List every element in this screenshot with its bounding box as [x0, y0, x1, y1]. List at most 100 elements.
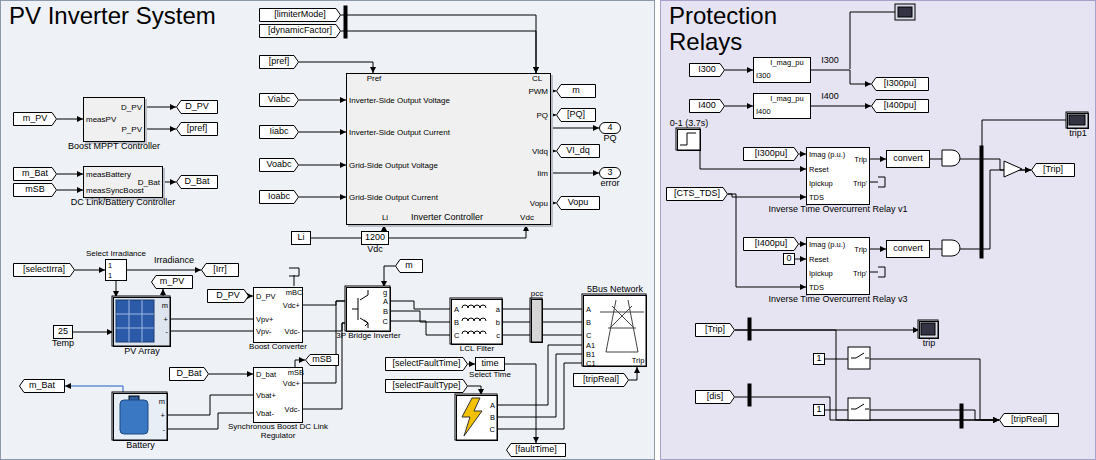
block-value: convert: [893, 154, 923, 164]
tag-shape: [744, 238, 799, 251]
power-wire: [303, 323, 346, 409]
constant-block: 1: [813, 353, 825, 365]
block-value: Li: [297, 233, 304, 243]
tag-label: [selectFaultTime]: [392, 359, 460, 369]
signal-line: [629, 367, 637, 380]
signal-line: [728, 194, 806, 287]
power-wire: [303, 301, 346, 305]
goto-tag: m_Bat: [19, 379, 65, 393]
function-block: convert: [886, 150, 930, 168]
step-symbol: [680, 133, 696, 145]
tag-label: I400: [698, 101, 716, 111]
mux-bar: [980, 146, 983, 258]
block-name: error: [600, 179, 619, 189]
icon-block: trip: [919, 321, 939, 339]
terminator: [869, 177, 885, 277]
signal-line: [811, 70, 871, 84]
block-name: 5Bus Network: [587, 285, 643, 295]
goto-tag: [I400pu]: [871, 99, 929, 113]
port-label: Vbat+: [256, 392, 276, 400]
icon-block: ABCA1B1C1Trip5Bus Network: [583, 295, 647, 367]
block-name: pcc: [531, 290, 543, 299]
tag-shape: [260, 9, 341, 22]
tag-label: Voabc: [266, 160, 291, 170]
scope: [1066, 112, 1088, 128]
port-label: B: [490, 414, 495, 422]
port-label: A: [586, 306, 591, 314]
block-name: LCL Filter: [460, 345, 494, 354]
port-label: I300: [756, 72, 771, 80]
tag-label: [limiterMode]: [274, 10, 326, 20]
from-tag: [tripReal]: [573, 373, 629, 387]
constant-block: 25Temp: [53, 325, 73, 339]
outport: 4PQ: [599, 122, 621, 134]
port-label: A: [383, 298, 388, 306]
fault-bolt: [462, 398, 482, 436]
from-tag: I400: [689, 99, 725, 113]
tag-label: Viabc: [268, 95, 290, 105]
tag-label: I300: [698, 65, 716, 75]
port-label: Ipickup: [809, 270, 833, 278]
goto-tag: D_Bat: [176, 175, 218, 189]
block-name: Boost Converter: [249, 343, 307, 352]
tag-label: m: [572, 86, 580, 96]
from-tag: [selectIrra]: [13, 263, 75, 277]
tag-label: [I300pu]: [884, 79, 917, 89]
mux-bar: [748, 318, 751, 340]
panel-title: PV Inverter System: [9, 3, 216, 29]
function-block: Imag (p.u.)ResetIpickupTDSTripTrip'Inver…: [806, 147, 870, 205]
signal-line: [930, 170, 1031, 249]
signal-line: [825, 359, 999, 420]
signal-label: I300: [820, 56, 840, 66]
port-label: Reset: [809, 256, 829, 264]
battery-frame: [112, 392, 167, 440]
tag-label: Ioabc: [268, 192, 290, 202]
scope-screen: [921, 323, 935, 335]
power-wire: [498, 363, 583, 429]
tag-shape: [696, 324, 735, 337]
tag-label: Vopu: [568, 198, 589, 208]
port-label: C: [490, 426, 495, 434]
signal-line: [57, 174, 83, 175]
from-tag: Viabc: [259, 93, 299, 107]
battery-cell: [120, 400, 148, 434]
block-value: time: [481, 359, 498, 369]
tag-shape: [744, 148, 799, 161]
icon-block: pcc: [531, 299, 543, 343]
port-label: B: [454, 319, 459, 327]
tag-shape: [574, 374, 629, 387]
signal-line: [551, 115, 556, 116]
block-value: 1: [816, 405, 821, 415]
tag-label: D_Bat: [184, 177, 209, 187]
function-block: 11Select Irradiance: [105, 259, 127, 281]
port-label: -: [163, 426, 166, 434]
from-tag: [I300pu]: [743, 147, 799, 161]
power-wire: [391, 301, 451, 309]
goto-tag: [Irr]: [201, 263, 239, 277]
block-value: 1: [816, 354, 821, 364]
port-label: B1: [586, 351, 595, 359]
port-label: -: [166, 328, 169, 336]
icon-block: ABC: [456, 395, 498, 441]
tag-shape: [177, 101, 218, 114]
power-wire: [391, 321, 451, 335]
signal-line: [795, 259, 806, 260]
port-label: Vldq: [532, 148, 548, 157]
tag-label: m_Bat: [22, 169, 48, 179]
port-label: TDS: [809, 194, 824, 202]
tag-shape: [507, 444, 566, 457]
block-name: Inverse Time Overcurrent Relay v1: [768, 205, 907, 215]
pv-frame: [112, 296, 170, 346]
goto-tag: [I300pu]: [871, 77, 929, 91]
goto-tag: m: [556, 84, 596, 98]
block-value: convert: [893, 244, 923, 254]
port-label: D_PV: [121, 104, 142, 113]
port-label: Ipickup: [809, 180, 833, 188]
port-label: PQ: [536, 112, 548, 121]
tag-label: D_PV: [185, 102, 209, 112]
function-block: Imag (p.u.)ResetIpickupTDSTripTrip'Inver…: [806, 237, 870, 295]
tag-shape: [260, 25, 341, 38]
scope-wire: [850, 12, 895, 69]
subsystem-block: measBatterymeasSyncBoostD_BatDC Link/Bat…: [83, 166, 163, 198]
